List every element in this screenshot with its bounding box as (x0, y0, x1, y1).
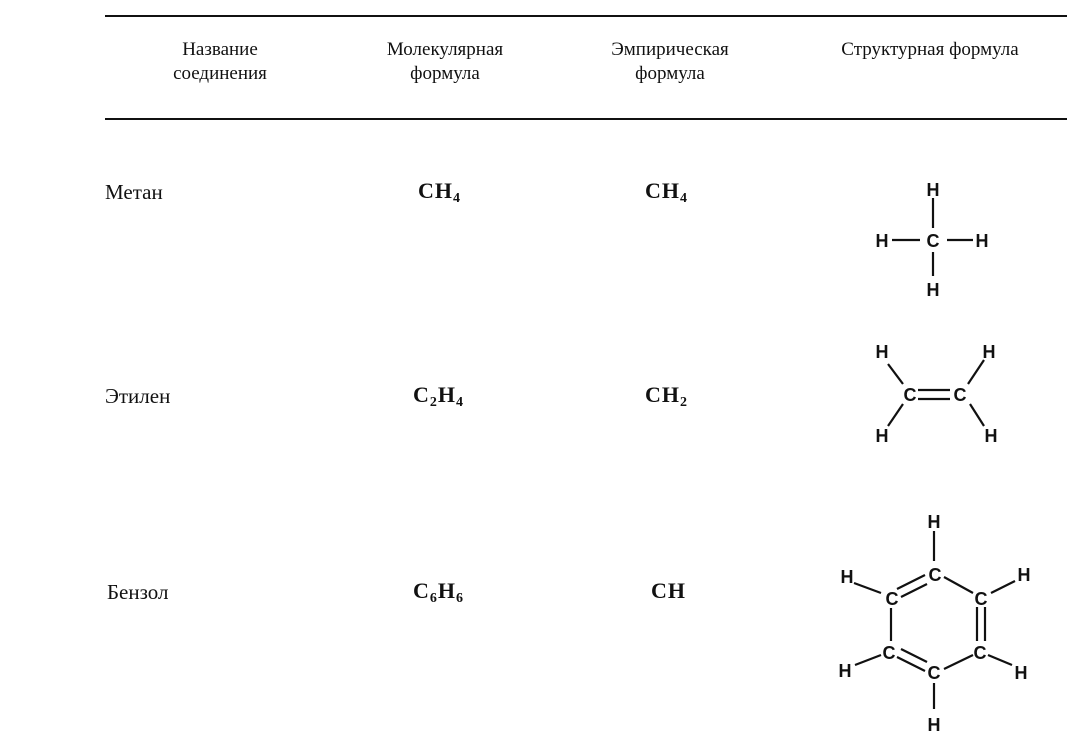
atom-hydrogen: H (983, 342, 996, 362)
bond (943, 576, 974, 594)
formula-subscript: 4 (456, 395, 465, 410)
atom-carbon: C (975, 589, 988, 609)
row-name-ethylene: Этилен (105, 384, 171, 408)
atom-carbon: C (927, 231, 940, 251)
formula-subscript: 4 (453, 191, 461, 206)
header-name: Название соединения (130, 38, 310, 86)
formula-molecular-methane: CH4 (418, 178, 461, 207)
bond (967, 359, 985, 385)
atom-hydrogen: H (976, 231, 989, 251)
atom-carbon: C (883, 643, 896, 663)
bond (900, 583, 928, 598)
bond (887, 403, 904, 427)
formula-subscript: 6 (456, 591, 465, 606)
atom-hydrogen: H (928, 512, 941, 532)
formula-part: CH (645, 382, 680, 407)
atom-carbon: C (928, 663, 941, 683)
header-empirical: Эмпирическая формула (570, 38, 770, 86)
header-structural: Структурная формула (800, 38, 1060, 62)
formula-part: CH (645, 178, 680, 203)
bond (969, 403, 985, 427)
bond (887, 363, 904, 385)
header-molecular-line1: Молекулярная (386, 39, 504, 60)
formula-part: H (437, 578, 457, 603)
header-molecular: Молекулярная формула (345, 38, 545, 86)
header-name-line1: Название (182, 39, 258, 60)
atom-hydrogen: H (876, 426, 889, 446)
bond (987, 653, 1013, 667)
structure-methane: H C H H H (876, 180, 989, 300)
formula-empirical-ethylene: CH2 (645, 382, 688, 411)
row-name-benzene: Бензол (107, 580, 169, 604)
table-header-rule (105, 118, 1067, 120)
bond (896, 574, 926, 590)
atom-hydrogen: H (876, 342, 889, 362)
bond (896, 656, 926, 672)
atom-hydrogen: H (928, 715, 941, 735)
formula-molecular-ethylene: C2H4 (413, 382, 464, 411)
header-empirical-line1: Эмпирическая (611, 39, 729, 60)
atom-carbon: C (929, 565, 942, 585)
atom-carbon: C (904, 385, 917, 405)
formula-subscript: 2 (680, 395, 688, 410)
structure-ethylene: H H C C H H (876, 342, 998, 446)
formula-part: C (413, 578, 430, 603)
formula-subscript: 2 (429, 395, 438, 410)
bond (853, 581, 882, 595)
atom-hydrogen: H (1015, 663, 1028, 683)
bond (900, 648, 928, 663)
atom-carbon: C (974, 643, 987, 663)
formula-part: C (413, 382, 430, 407)
table-top-rule (105, 15, 1067, 17)
header-structural-line1: Структурная формула (841, 39, 1019, 60)
atom-hydrogen: H (927, 280, 940, 300)
atom-hydrogen: H (927, 180, 940, 200)
formula-molecular-benzene: C6H6 (413, 578, 464, 607)
atom-carbon: C (954, 385, 967, 405)
formula-empirical-methane: CH4 (645, 178, 688, 207)
structure-benzene: H C H H C C C C H H C H (839, 512, 1031, 735)
bond (990, 580, 1016, 594)
formula-subscript: 4 (680, 191, 688, 206)
formula-part: H (437, 382, 457, 407)
formula-part: CH (418, 178, 453, 203)
bond (854, 653, 882, 667)
header-name-line2: соединения (173, 63, 267, 84)
bond (943, 654, 974, 670)
atom-hydrogen: H (1018, 565, 1031, 585)
atom-hydrogen: H (839, 661, 852, 681)
row-name-methane: Метан (105, 180, 163, 204)
formula-empirical-benzene: CH (651, 578, 686, 604)
atom-hydrogen: H (876, 231, 889, 251)
atom-hydrogen: H (985, 426, 998, 446)
header-empirical-line2: формула (635, 63, 705, 84)
formula-subscript: 6 (429, 591, 438, 606)
atom-hydrogen: H (841, 567, 854, 587)
formula-part: CH (651, 578, 686, 603)
header-molecular-line2: формула (410, 63, 480, 84)
atom-carbon: C (886, 589, 899, 609)
